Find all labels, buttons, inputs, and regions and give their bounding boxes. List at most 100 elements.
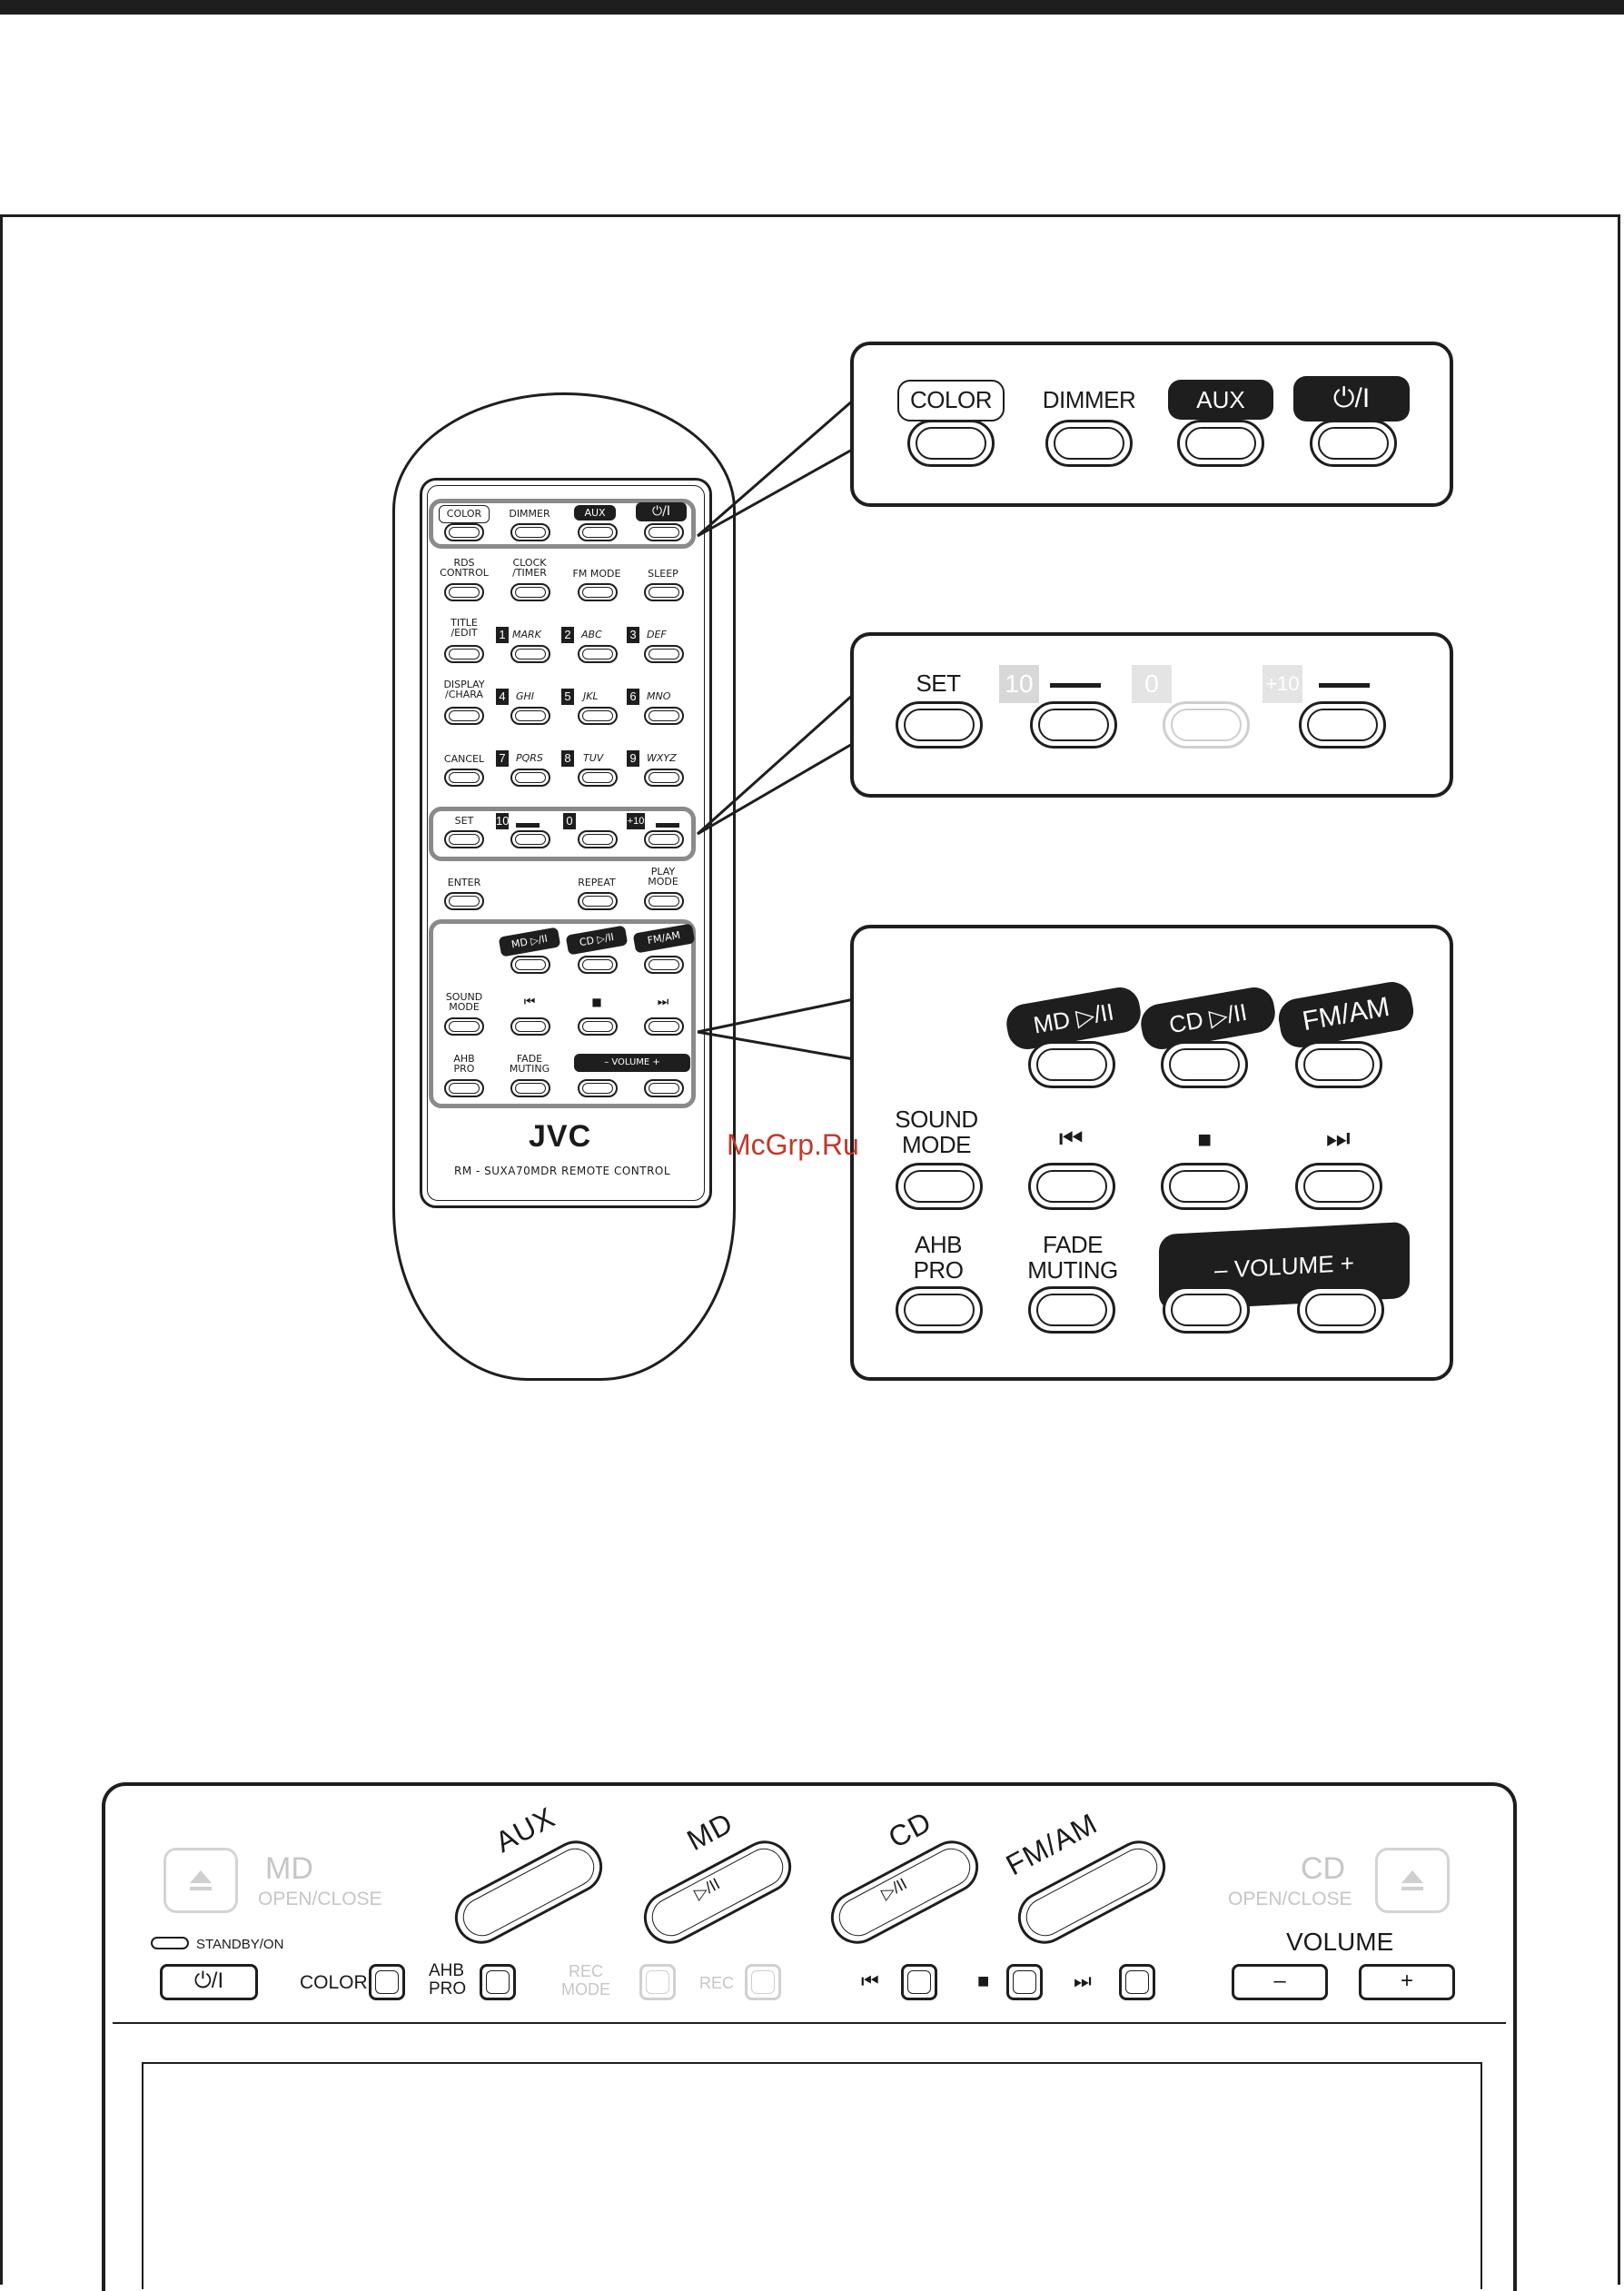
callout2-10-back-button[interactable] — [1030, 701, 1117, 749]
unit-rec-mode-button[interactable] — [639, 1964, 676, 2000]
unit-power-button[interactable]: ⏻/I — [160, 1964, 258, 2000]
callout1-dimmer-button[interactable] — [1045, 420, 1133, 467]
remote-back-arrow-icon — [516, 823, 540, 828]
remote-sound-mode-button[interactable] — [444, 1017, 484, 1036]
remote-label-volume: – VOLUME + — [574, 1054, 690, 1072]
callout2-plus10-forward-button[interactable] — [1299, 701, 1386, 749]
remote-volume-down-button[interactable] — [578, 1079, 618, 1097]
remote-cancel-button[interactable] — [444, 769, 484, 787]
remote-num-plus10: +10 — [627, 813, 645, 829]
remote-10-back-button[interactable] — [510, 830, 550, 848]
callout2-set-button[interactable] — [896, 701, 983, 749]
callout3-fade-muting-button[interactable] — [1028, 1286, 1115, 1334]
unit-rec-mode-label: REC MODE — [561, 1962, 610, 1998]
remote-label-rds-control: RDS CONTROL — [440, 557, 489, 579]
remote-label-title-edit: TITLE /EDIT — [451, 617, 478, 639]
remote-title-edit-button[interactable] — [444, 645, 484, 663]
remote-fm-mode-button[interactable] — [578, 583, 618, 601]
remote-letters-7: PQRS — [516, 752, 543, 764]
remote-play-mode-button[interactable] — [644, 892, 684, 910]
remote-button-panel-inner — [427, 485, 705, 1201]
remote-fm-am-button[interactable] — [644, 956, 684, 974]
remote-volume-up-button[interactable] — [644, 1079, 684, 1097]
remote-key-3-button[interactable] — [644, 645, 684, 663]
remote-key-7-button[interactable] — [510, 769, 550, 787]
remote-clock-timer-button[interactable] — [510, 583, 550, 601]
callout3-stop-button[interactable] — [1161, 1163, 1248, 1210]
remote-key-9-button[interactable] — [644, 769, 684, 787]
unit-stop-icon: ■ — [977, 1969, 990, 1992]
remote-stop-button[interactable] — [578, 1017, 618, 1036]
unit-stop-button[interactable] — [1006, 1964, 1043, 2000]
remote-key-5-button[interactable] — [578, 707, 618, 725]
remote-control-body — [392, 392, 736, 1381]
main-unit-divider — [113, 2022, 1506, 2024]
remote-prev-icon: ⏮ — [523, 995, 536, 1009]
remote-plus10-forward-button[interactable] — [644, 830, 684, 848]
callout3-ahb-pro-button[interactable] — [896, 1286, 983, 1334]
remote-power-button[interactable] — [644, 523, 684, 541]
remote-key-8-button[interactable] — [578, 769, 618, 787]
callout1-color-button[interactable] — [907, 420, 995, 467]
remote-repeat-button[interactable] — [578, 892, 618, 910]
md-eject-icon — [190, 1870, 212, 1890]
callout3-volume-down-button[interactable] — [1163, 1286, 1250, 1334]
md-eject-button[interactable] — [163, 1848, 238, 1913]
remote-rds-control-button[interactable] — [444, 583, 484, 601]
callout3-volume-up-button[interactable] — [1297, 1286, 1384, 1334]
remote-num-3: 3 — [627, 627, 639, 643]
remote-display-chara-button[interactable] — [444, 707, 484, 725]
callout3-sound-mode-button[interactable] — [896, 1163, 983, 1210]
remote-letters-9: WXYZ — [647, 752, 677, 764]
remote-md-play-button[interactable] — [510, 956, 550, 974]
callout3-label-fade-muting: FADE MUTING — [1027, 1231, 1118, 1284]
unit-volume-up-button[interactable]: + — [1359, 1964, 1455, 2000]
remote-letters-4: GHI — [516, 690, 535, 702]
unit-next-button[interactable] — [1119, 1964, 1155, 2000]
unit-rec-button[interactable] — [745, 1964, 781, 2000]
remote-group-play-highlight — [429, 919, 696, 1108]
remote-label-display-chara: DISPLAY /CHARA — [443, 679, 485, 700]
cd-eject-icon — [1401, 1870, 1423, 1890]
remote-stop-icon: ■ — [591, 996, 602, 1008]
remote-ahb-pro-button[interactable] — [444, 1079, 484, 1097]
callout3-cd-play-button[interactable] — [1161, 1041, 1248, 1088]
remote-key-2-button[interactable] — [578, 645, 618, 663]
cd-eject-button[interactable] — [1375, 1848, 1450, 1913]
remote-key-1-button[interactable] — [510, 645, 550, 663]
remote-letters-3: DEF — [647, 629, 667, 640]
unit-color-label: COLOR — [300, 1972, 368, 1993]
remote-num-5: 5 — [561, 689, 574, 705]
remote-fade-muting-button[interactable] — [510, 1079, 550, 1097]
callout3-next-button[interactable] — [1295, 1163, 1382, 1210]
remote-dimmer-button[interactable] — [510, 523, 550, 541]
remote-next-button[interactable] — [644, 1017, 684, 1036]
remote-num-1: 1 — [496, 627, 509, 643]
callout1-power-button[interactable] — [1310, 420, 1397, 467]
remote-prev-button[interactable] — [510, 1017, 550, 1036]
remote-color-button[interactable] — [444, 523, 484, 541]
remote-0-button[interactable] — [578, 830, 618, 848]
callout2-0-button[interactable] — [1163, 701, 1250, 749]
remote-key-6-button[interactable] — [644, 707, 684, 725]
remote-cd-play-button[interactable] — [578, 956, 618, 974]
unit-prev-button[interactable] — [901, 1964, 937, 2000]
unit-next-icon: ⏭ — [1074, 1969, 1092, 1992]
leader-line-3b — [697, 1030, 855, 1061]
callout1-aux-button[interactable] — [1177, 420, 1264, 467]
remote-brand-logo: JVC — [529, 1119, 592, 1154]
remote-enter-button[interactable] — [444, 892, 484, 910]
remote-set-button[interactable] — [444, 830, 484, 848]
remote-aux-button[interactable] — [578, 523, 618, 541]
callout3-md-play-button[interactable] — [1028, 1041, 1115, 1088]
callout3-prev-button[interactable] — [1028, 1163, 1115, 1210]
unit-volume-down-button[interactable]: – — [1232, 1964, 1328, 2000]
unit-color-button[interactable] — [369, 1964, 405, 2000]
unit-ahb-pro-button[interactable] — [480, 1964, 516, 2000]
callout3-fm-am-button[interactable] — [1295, 1041, 1382, 1088]
remote-key-4-button[interactable] — [510, 707, 550, 725]
remote-label-ahb-pro: AHB PRO — [453, 1053, 475, 1075]
callout2-label-10: 10 — [999, 665, 1039, 703]
remote-sleep-button[interactable] — [644, 583, 684, 601]
remote-next-icon: ⏭ — [657, 995, 669, 1009]
